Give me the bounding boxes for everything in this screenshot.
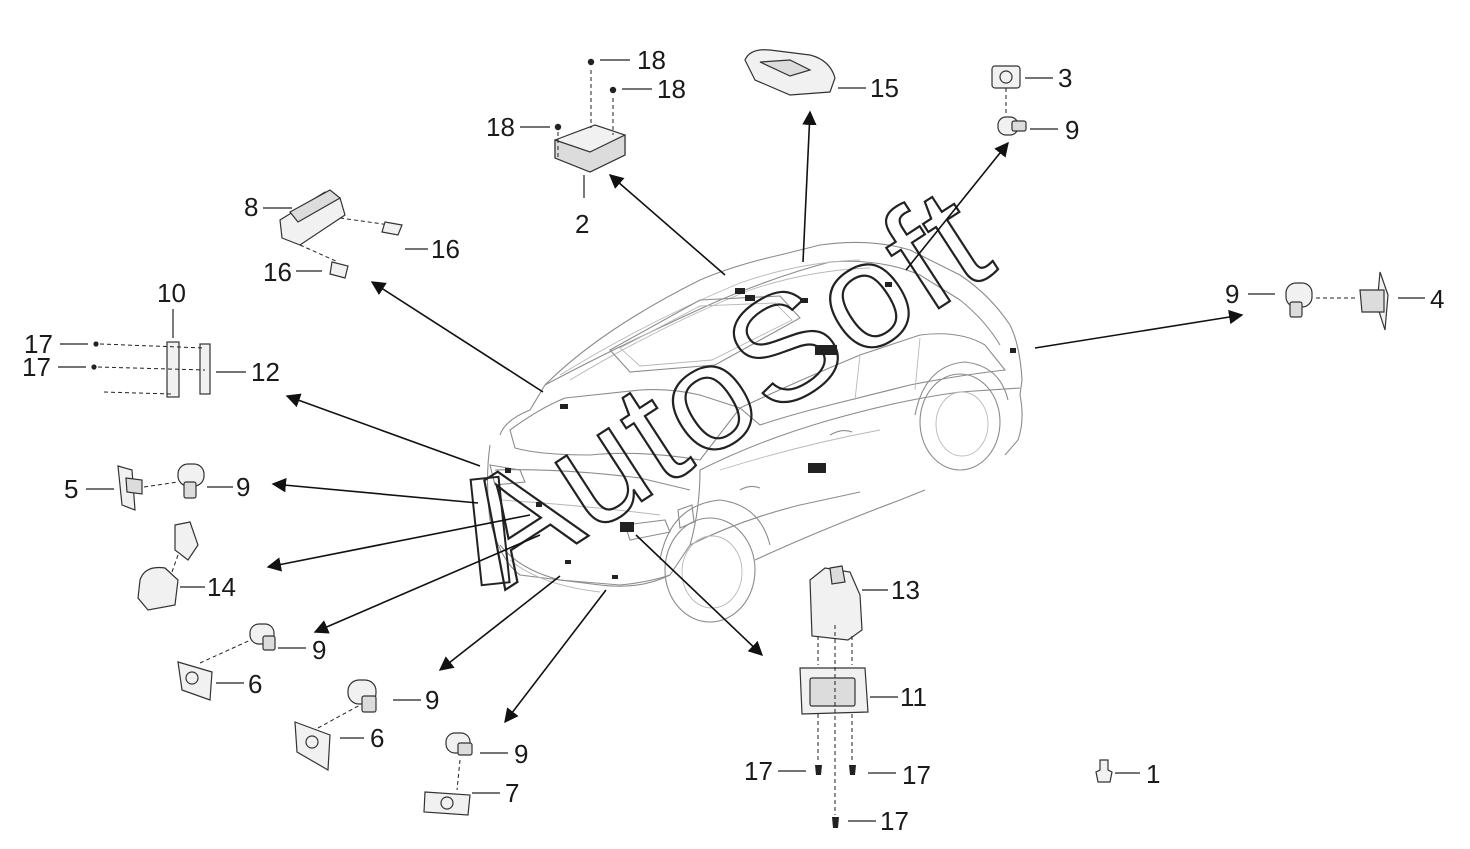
callout-9: 9 — [312, 635, 326, 665]
part-15-overhead-unit — [744, 49, 866, 96]
callout-17: 17 — [744, 756, 773, 786]
part-9-sensor-top — [997, 116, 1058, 136]
callout-4: 4 — [1430, 284, 1444, 314]
part-14-clip — [137, 521, 205, 611]
callout-9: 9 — [1225, 279, 1239, 309]
watermark: AutoSoft — [430, 153, 1020, 618]
part-1-bolt — [1095, 759, 1140, 783]
part-11-radar-module — [799, 625, 898, 815]
callout-3: 3 — [1058, 63, 1072, 93]
callout-18: 18 — [486, 112, 515, 142]
part-2-control-module — [520, 58, 652, 198]
part-12-bracket — [199, 343, 246, 395]
callout-9: 9 — [1065, 115, 1079, 145]
callout-17: 17 — [24, 329, 53, 359]
pointer-arrows — [266, 110, 1244, 724]
part-3-sensor-bracket — [991, 65, 1053, 115]
callout-8: 8 — [244, 192, 258, 222]
part-9-sensor-left — [177, 463, 233, 499]
part-9-sensor-right — [1248, 282, 1358, 318]
callout-13: 13 — [891, 575, 920, 605]
callout-17: 17 — [880, 806, 909, 836]
callout-1: 1 — [1146, 759, 1160, 789]
callout-16: 16 — [263, 257, 292, 287]
callout-7: 7 — [505, 778, 519, 808]
callout-17: 17 — [22, 352, 51, 382]
callout-18: 18 — [657, 74, 686, 104]
part-8-module — [263, 189, 391, 263]
vehicle-outline — [486, 241, 1023, 623]
callout-labels: 18 18 18 2 15 3 9 9 4 8 16 16 10 17 17 1… — [22, 45, 1444, 836]
part-10-bracket — [166, 309, 180, 398]
callout-2: 2 — [575, 209, 589, 239]
part-4-bracket — [1359, 271, 1425, 331]
part-6-bracket-b — [294, 704, 364, 772]
callout-16: 16 — [431, 234, 460, 264]
callout-14: 14 — [207, 572, 236, 602]
part-16-bolt-b — [296, 261, 349, 279]
callout-6: 6 — [370, 723, 384, 753]
callout-6: 6 — [248, 669, 262, 699]
part-17-screws-left — [58, 341, 206, 395]
callout-9: 9 — [236, 472, 250, 502]
part-9-sensor-c — [445, 732, 508, 756]
part-7-bracket — [423, 759, 500, 816]
part-13-bracket — [809, 565, 888, 665]
part-6-bracket-a — [177, 637, 256, 701]
part-16-bolt-a — [381, 221, 428, 250]
callout-9: 9 — [425, 685, 439, 715]
callout-15: 15 — [870, 73, 899, 103]
callout-11: 11 — [900, 682, 927, 712]
part-9-sensor-a — [249, 623, 306, 651]
callout-12: 12 — [251, 357, 280, 387]
callout-10: 10 — [157, 278, 186, 308]
callout-9: 9 — [514, 739, 528, 769]
part-9-sensor-b — [347, 679, 421, 713]
callout-17: 17 — [902, 760, 931, 790]
callout-18: 18 — [637, 45, 666, 75]
callout-5: 5 — [64, 474, 78, 504]
part-5-bracket — [86, 465, 179, 511]
part-17-screws-bottom — [778, 765, 896, 828]
watermark-text: AutoSoft — [431, 154, 1018, 617]
